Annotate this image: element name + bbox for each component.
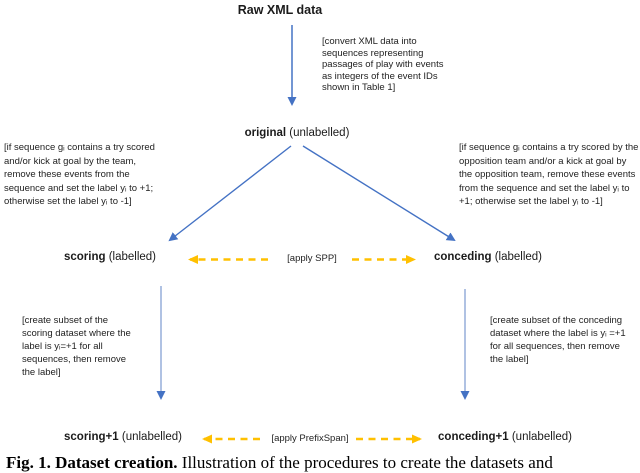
node-conceding-suffix: (labelled) (491, 251, 542, 263)
node-conceding-plus1: conceding+1 (unlabelled) (410, 431, 600, 443)
process-apply-prefixspan: [apply PrefixSpan] (271, 433, 349, 444)
annotation-subset-conceding: [create subset of the conceding dataset … (490, 315, 626, 365)
node-scoring-plus1: scoring+1 (unlabelled) (23, 431, 223, 443)
node-scoring-name: scoring (63, 251, 106, 263)
node-scoring-plus1-name: scoring+1 (64, 431, 119, 443)
node-conceding-plus1-name: conceding+1 (438, 431, 509, 443)
arrow-original-to-conceding (302, 145, 456, 242)
node-scoring-suffix: (labelled) (105, 251, 157, 263)
annotation-convert-xml: [convert XML data into sequences represe… (322, 36, 444, 93)
node-scoring: scoring (labelled) (30, 251, 190, 263)
node-conceding: conceding (labelled) (408, 251, 568, 263)
node-original: original (unlabelled) (212, 127, 382, 139)
node-conceding-plus1-suffix: (unlabelled) (508, 431, 572, 443)
figure-caption-label: Fig. 1. Dataset creation. (6, 453, 178, 472)
figure-caption: Fig. 1. Dataset creation. Illustration o… (6, 453, 640, 473)
node-raw-xml-data: Raw XML data (237, 3, 323, 17)
node-conceding-name: conceding (433, 251, 492, 263)
node-scoring-plus1-suffix: (unlabelled) (118, 431, 182, 443)
arrow-original-to-scoring (168, 145, 292, 242)
annotation-label-opposition: [if sequence gᵢ contains a try scored by… (459, 142, 639, 207)
annotation-subset-scoring: [create subset of the scoring dataset wh… (22, 315, 131, 378)
annotation-label-team: [if sequence gᵢ contains a try scored an… (4, 142, 155, 207)
figure-caption-text: Illustration of the procedures to create… (177, 453, 553, 472)
process-apply-spp: [apply SPP] (287, 253, 337, 264)
node-original-suffix: (unlabelled) (286, 127, 350, 139)
node-original-name: original (244, 127, 287, 139)
